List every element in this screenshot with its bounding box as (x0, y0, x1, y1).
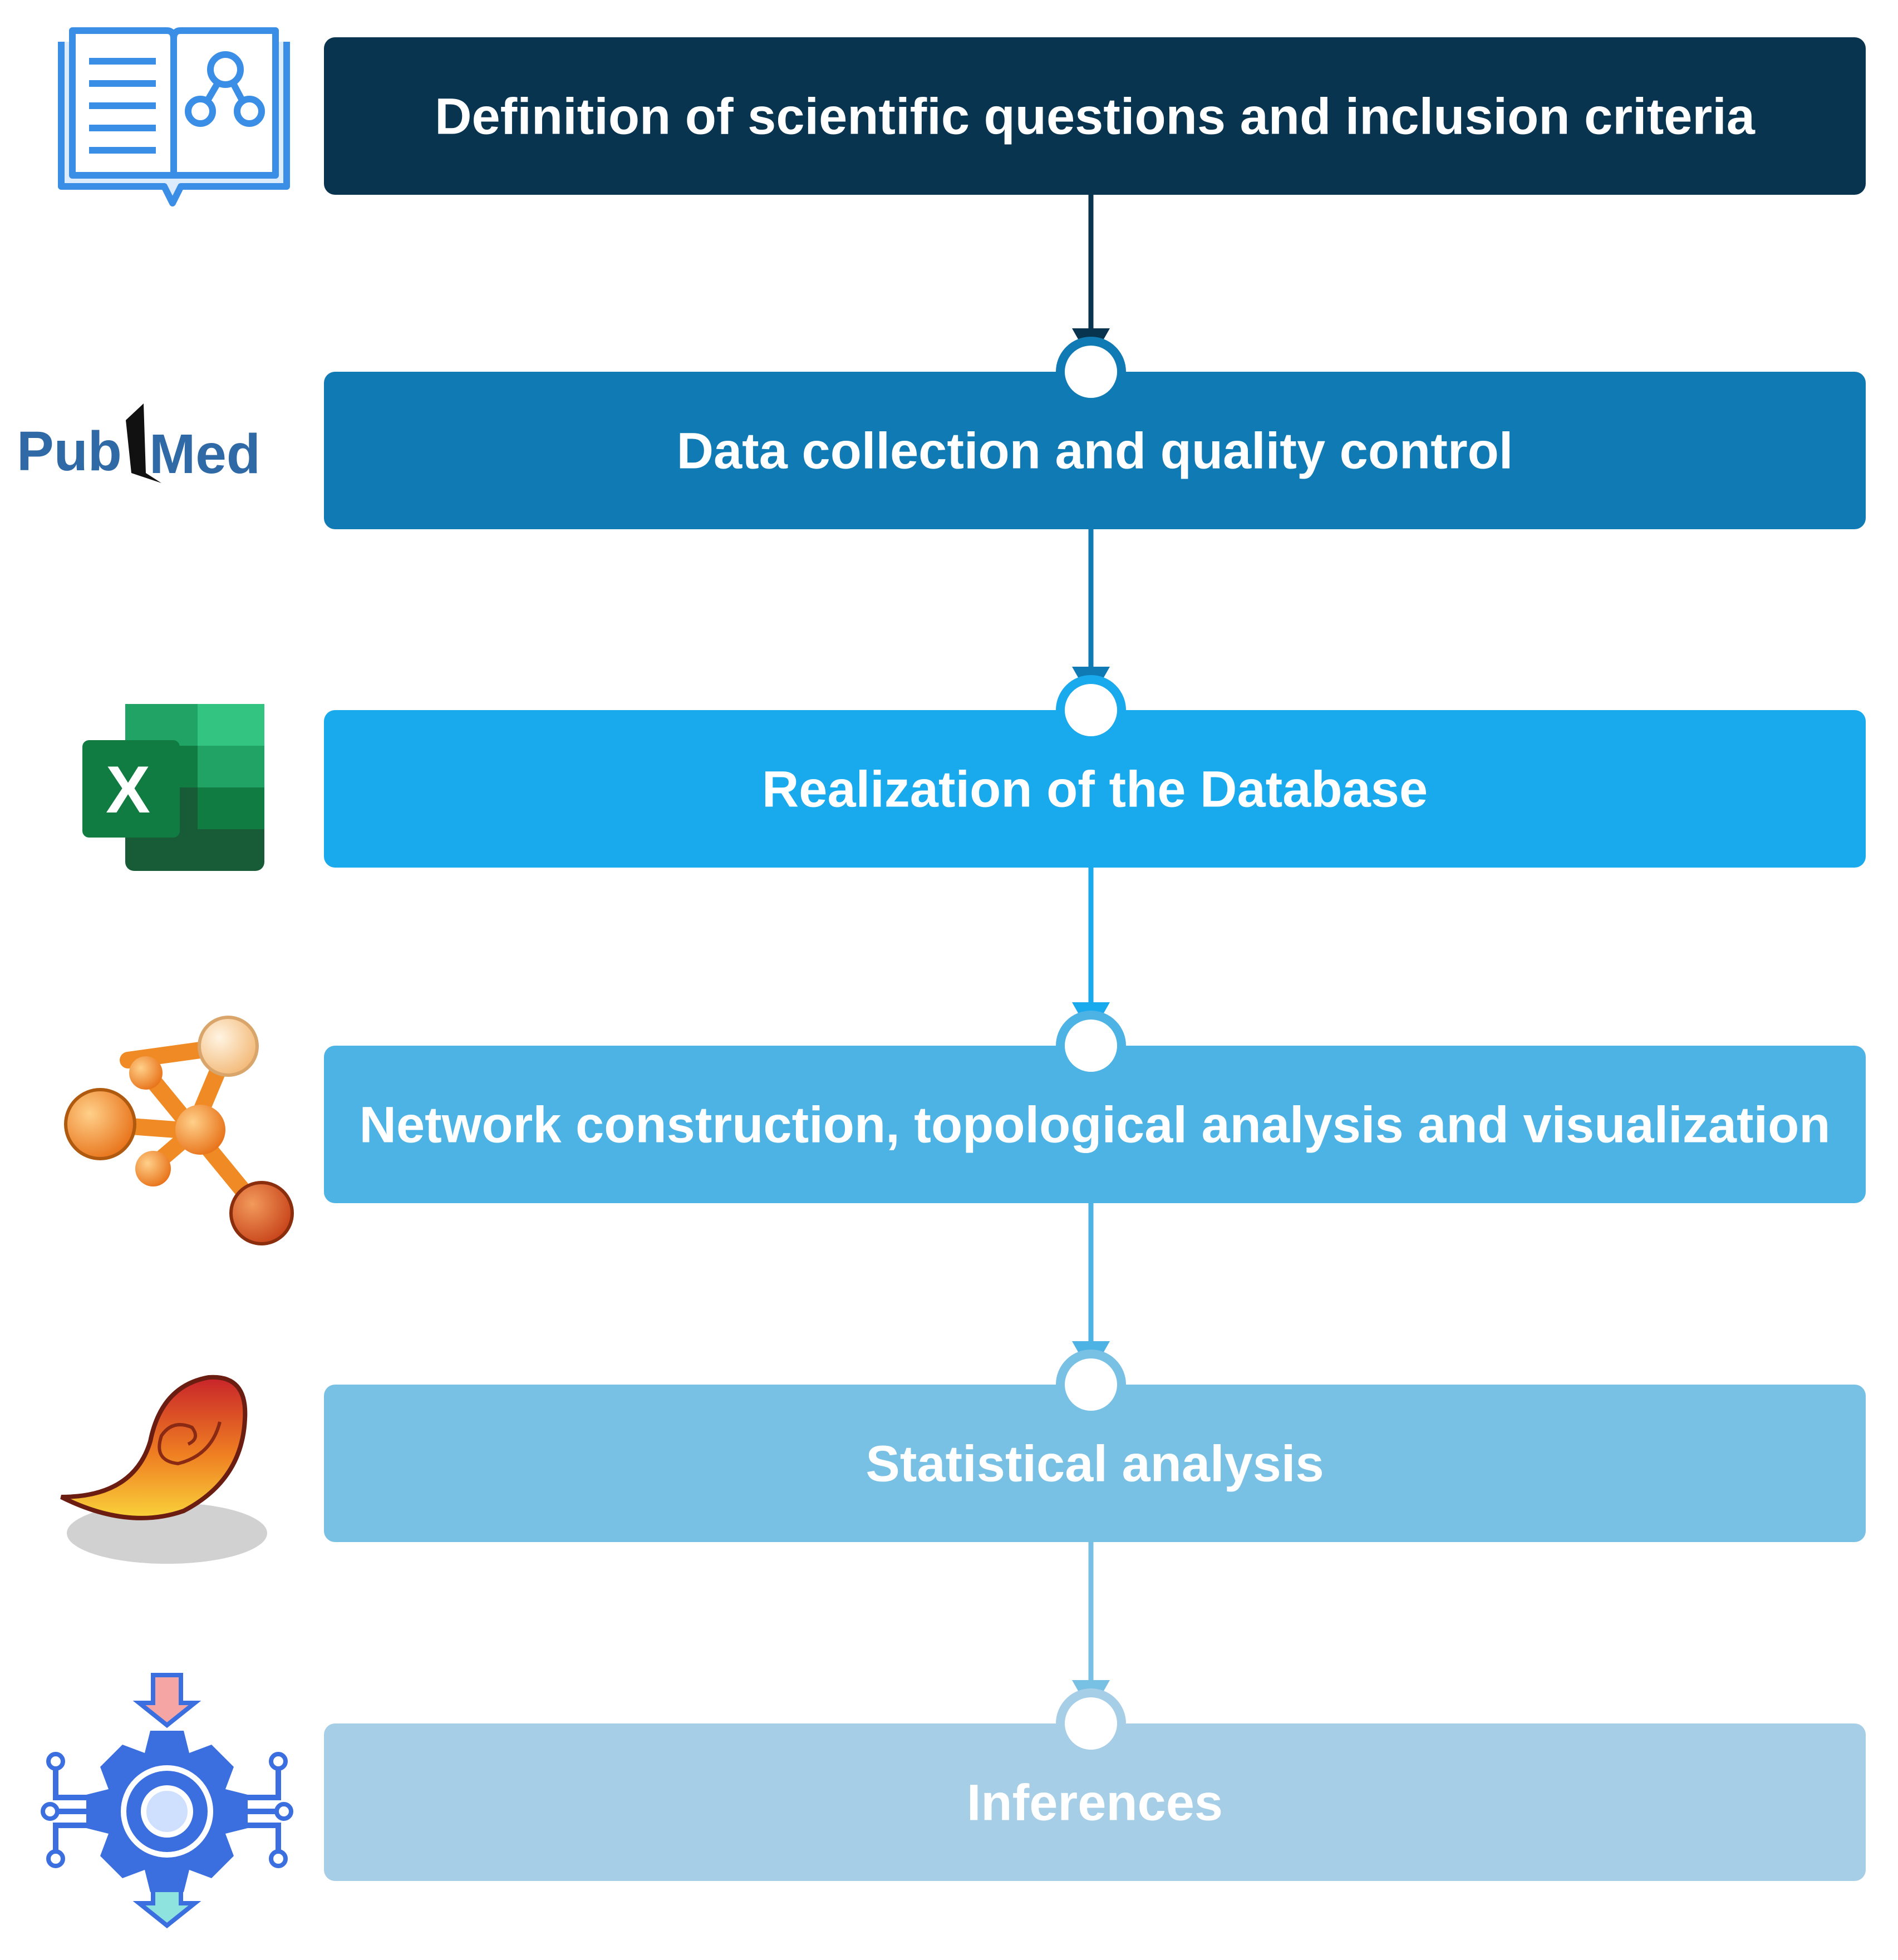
step-label: Data collection and quality control (677, 423, 1513, 480)
step-1: Definition of scientific questions and i… (324, 37, 1866, 195)
connector-port (1056, 1688, 1126, 1759)
svg-text:Pub: Pub (17, 420, 122, 482)
connector-port (1056, 1350, 1126, 1420)
step-3: Realization of the Database (324, 710, 1866, 868)
step-6: Inferences (324, 1723, 1866, 1881)
svg-text:Med: Med (149, 423, 260, 485)
pubmed-logo: Pub Med (17, 403, 260, 485)
step-2: Data collection and quality control (324, 372, 1866, 529)
gear-circuit-icon (41, 1673, 293, 1929)
excel-logo: X (82, 704, 264, 871)
steps: Definition of scientific questions and i… (324, 37, 1866, 1881)
step-box (324, 1723, 1866, 1881)
step-label: Statistical analysis (866, 1436, 1324, 1493)
connector-port (1056, 337, 1126, 407)
step-label: Inferences (967, 1775, 1223, 1831)
connector-port (1056, 1011, 1126, 1081)
step-box (324, 1046, 1866, 1203)
connector-arrow (1072, 529, 1110, 700)
step-box (324, 710, 1866, 868)
step-box (324, 1385, 1866, 1542)
open-book-network-icon (58, 27, 290, 206)
connector-arrow (1072, 868, 1110, 1036)
nautilus-shell-logo (60, 1375, 267, 1564)
step-5: Statistical analysis (324, 1385, 1866, 1542)
step-box (324, 37, 1866, 195)
step-box (324, 372, 1866, 529)
step-4: Network construction, topological analys… (324, 1046, 1866, 1203)
connector-port (1056, 675, 1126, 745)
cytoscape-logo (64, 1016, 294, 1245)
step-label: Realization of the Database (762, 761, 1428, 818)
step-label: Definition of scientific questions and i… (435, 88, 1756, 145)
connector-arrow (1072, 1542, 1110, 1713)
connector-arrow (1072, 1203, 1110, 1375)
step-label: Network construction, topological analys… (360, 1097, 1831, 1154)
svg-text:X: X (106, 752, 150, 827)
